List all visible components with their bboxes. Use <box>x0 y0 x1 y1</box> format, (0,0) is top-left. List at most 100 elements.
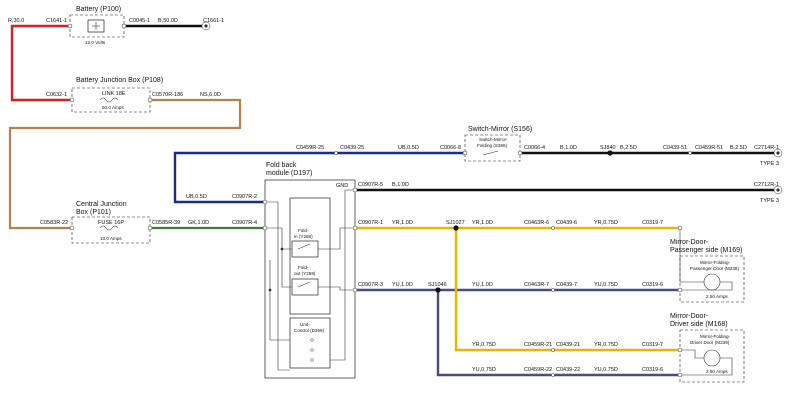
svg-text:B,2.5D: B,2.5D <box>730 145 747 151</box>
svg-text:C0459R-21: C0459R-21 <box>524 342 552 348</box>
pass-mirror-title-1: Mirror-Door- <box>670 239 709 246</box>
fold-module-box[interactable] <box>264 179 356 379</box>
svg-text:C0907R-4: C0907R-4 <box>232 220 257 226</box>
svg-text:Switch-Mirror-: Switch-Mirror- <box>479 137 508 142</box>
splice-sj840 <box>607 150 613 156</box>
svg-text:GK,1.0D: GK,1.0D <box>188 220 209 226</box>
svg-text:Unit-: Unit- <box>300 322 310 327</box>
svg-text:Fold-: Fold- <box>298 265 309 270</box>
svg-text:2.50 Amps: 2.50 Amps <box>706 369 728 374</box>
battery-title: Battery (P100) <box>76 6 121 13</box>
fuse-16p-icon <box>99 225 119 231</box>
drv-mirror-box[interactable] <box>679 329 745 383</box>
pass-motor-icon <box>703 273 721 291</box>
bjb-title: Battery Junction Box (P108) <box>76 77 163 84</box>
svg-text:Driver Door (M239): Driver Door (M239) <box>690 340 730 345</box>
svg-text:C0463R-7: C0463R-7 <box>524 282 549 288</box>
svg-text:LINK 18E: LINK 18E <box>102 91 126 97</box>
svg-text:C0583R-22: C0583R-22 <box>40 220 68 226</box>
svg-text:C0045-1: C0045-1 <box>129 18 150 24</box>
svg-text:2.50 Amps: 2.50 Amps <box>706 294 728 299</box>
svg-text:C1641-1: C1641-1 <box>46 18 67 24</box>
wire-yellow-yr-driver[interactable] <box>454 228 680 352</box>
svg-text:B,2.5D: B,2.5D <box>620 145 637 151</box>
svg-text:TYPE 3: TYPE 3 <box>760 161 779 167</box>
svg-text:YU,0.75D: YU,0.75D <box>594 282 618 288</box>
svg-text:C0319-6: C0319-6 <box>642 367 663 373</box>
cjb-title-1: Central Junction <box>76 201 127 208</box>
svg-text:YR,1.0D: YR,1.0D <box>472 220 493 226</box>
svg-text:Passenger Door (M238): Passenger Door (M238) <box>690 266 739 271</box>
svg-text:C0907R-2: C0907R-2 <box>232 194 257 200</box>
svg-text:C0439-25: C0439-25 <box>340 145 364 151</box>
splice-sj1046 <box>435 287 441 293</box>
drv-mirror-title-2: Driver side (M168) <box>670 321 728 328</box>
svg-text:SJ840: SJ840 <box>600 145 616 151</box>
svg-text:C0319-7: C0319-7 <box>642 342 663 348</box>
svg-text:YR,1.0D: YR,1.0D <box>392 220 413 226</box>
svg-text:in (Y268): in (Y268) <box>294 234 313 239</box>
cjb-title-2: Box (P101) <box>76 209 111 216</box>
svg-text:Folding (S366): Folding (S366) <box>477 143 508 148</box>
svg-text:C0439-51: C0439-51 <box>663 145 687 151</box>
svg-text:C1661-1: C1661-1 <box>203 18 224 24</box>
svg-text:GND: GND <box>336 183 348 189</box>
svg-text:C0459R-51: C0459R-51 <box>695 145 723 151</box>
svg-text:C0066-4: C0066-4 <box>524 145 545 151</box>
fold-module-inner <box>289 197 331 315</box>
svg-text:C2712R-1: C2712R-1 <box>754 182 779 188</box>
svg-text:YR,0.75D: YR,0.75D <box>594 342 618 348</box>
svg-text:B,50.0D: B,50.0D <box>158 18 178 24</box>
svg-text:UB,0.5D: UB,0.5D <box>186 194 207 200</box>
svg-text:C0439-21: C0439-21 <box>556 342 580 348</box>
svg-text:YU,0.75D: YU,0.75D <box>472 367 496 373</box>
wire-red-r30[interactable] <box>10 24 72 102</box>
svg-text:SJ1027: SJ1027 <box>446 220 465 226</box>
svg-text:YR,0.75D: YR,0.75D <box>472 342 496 348</box>
fold-module-title-2: module (D197) <box>266 170 312 177</box>
svg-text:YU,0.75D: YU,0.75D <box>594 367 618 373</box>
svg-text:C0585R-39: C0585R-39 <box>152 220 180 226</box>
svg-text:C0319-7: C0319-7 <box>642 220 663 226</box>
svg-text:R,30.0: R,30.0 <box>8 18 24 24</box>
svg-text:Mirror-Folding-: Mirror-Folding- <box>700 260 731 265</box>
svg-text:UB,0.5D: UB,0.5D <box>398 145 419 151</box>
unit-control-box <box>289 317 331 369</box>
svg-text:Control (D359): Control (D359) <box>294 328 325 333</box>
switch-title: Switch-Mirror (S156) <box>468 126 532 133</box>
svg-text:FUSE 16P: FUSE 16P <box>98 220 124 226</box>
drv-mirror-title-1: Mirror-Door- <box>670 313 709 320</box>
pass-mirror-title-2: Passenger side (M169) <box>670 247 742 254</box>
svg-text:out (Y269): out (Y269) <box>294 271 316 276</box>
fold-in-relay-icon <box>291 240 319 258</box>
svg-text:C0439-22: C0439-22 <box>556 367 580 373</box>
svg-text:C0459R-22: C0459R-22 <box>524 367 552 373</box>
svg-text:C0439-6: C0439-6 <box>556 220 577 226</box>
svg-text:Mirror-Folding-: Mirror-Folding- <box>700 334 731 339</box>
fuse-link-icon <box>99 97 119 103</box>
svg-text:C0439-7: C0439-7 <box>556 282 577 288</box>
svg-text:50.0 Amps: 50.0 Amps <box>102 105 124 110</box>
svg-text:B,1.0D: B,1.0D <box>560 145 577 151</box>
switch-box[interactable] <box>464 134 521 162</box>
svg-text:C0319-6: C0319-6 <box>642 282 663 288</box>
wire-slate-yu-driver[interactable] <box>436 290 680 377</box>
drv-motor-icon <box>703 349 721 367</box>
svg-text:C0907R-3: C0907R-3 <box>358 282 383 288</box>
svg-text:YU,1.0D: YU,1.0D <box>392 282 413 288</box>
fold-module-title-1: Fold back <box>266 162 297 169</box>
wire-tan-ns6[interactable] <box>8 98 242 230</box>
svg-text:C2714R-1: C2714R-1 <box>754 145 779 151</box>
fold-out-relay-icon <box>291 278 319 296</box>
svg-text:Fold-: Fold- <box>298 228 309 233</box>
battery-symbol <box>87 19 105 33</box>
svg-text:C0459R-25: C0459R-25 <box>296 145 324 151</box>
svg-text:C0907R-1: C0907R-1 <box>358 220 383 226</box>
svg-text:C0907R-5: C0907R-5 <box>358 182 383 188</box>
wire-navy-ub05[interactable] <box>173 151 465 204</box>
svg-text:YR,0.75D: YR,0.75D <box>594 220 618 226</box>
svg-text:C0066-8: C0066-8 <box>440 145 461 151</box>
svg-text:SJ1046: SJ1046 <box>428 282 447 288</box>
svg-text:10.0 Amps: 10.0 Amps <box>100 236 122 241</box>
